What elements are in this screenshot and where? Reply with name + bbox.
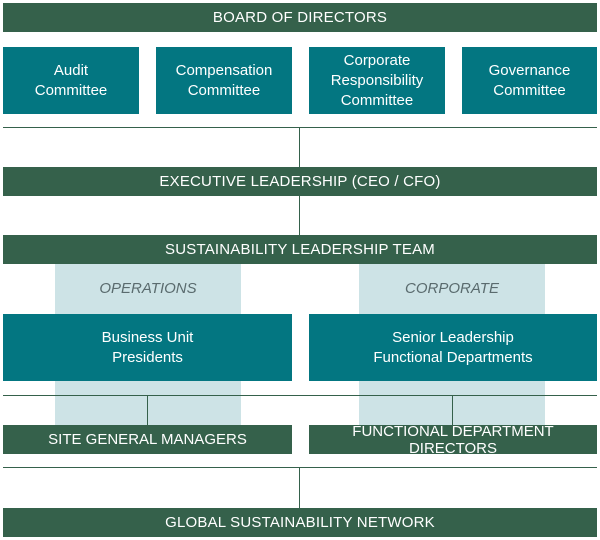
executive-label: EXECUTIVE LEADERSHIP (CEO / CFO) <box>159 173 441 190</box>
business-unit-presidents-box: Business Unit Presidents <box>3 314 292 381</box>
site-general-managers-label: SITE GENERAL MANAGERS <box>48 431 247 448</box>
senior-leadership-box: Senior Leadership Functional Departments <box>309 314 597 381</box>
corporate-responsibility-committee-label: Corporate Responsibility Committee <box>330 51 424 109</box>
executive-to-team-connector <box>299 196 300 235</box>
operations-group-label: OPERATIONS <box>99 280 197 297</box>
functional-department-directors-bar: FUNCTIONAL DEPARTMENT DIRECTORS <box>309 422 597 457</box>
corporate-connector <box>452 395 453 425</box>
audit-committee-label: Audit Committee <box>34 61 108 99</box>
managers-divider-line <box>3 467 597 468</box>
sustainability-leadership-team-bar: SUSTAINABILITY LEADERSHIP TEAM <box>3 235 597 264</box>
compensation-committee-box: Compensation Committee <box>156 47 292 114</box>
board-of-directors-bar: BOARD OF DIRECTORS <box>3 3 597 32</box>
board-label: BOARD OF DIRECTORS <box>212 9 388 26</box>
sustainability-team-label: SUSTAINABILITY LEADERSHIP TEAM <box>165 241 435 258</box>
global-sustainability-network-bar: GLOBAL SUSTAINABILITY NETWORK <box>3 508 597 537</box>
units-divider-line <box>3 395 597 396</box>
governance-committee-box: Governance Committee <box>462 47 597 114</box>
senior-leadership-label: Senior Leadership Functional Departments <box>373 328 533 366</box>
network-label: GLOBAL SUSTAINABILITY NETWORK <box>165 514 435 531</box>
operations-connector <box>147 395 148 425</box>
committees-divider-line <box>3 127 597 128</box>
executive-leadership-bar: EXECUTIVE LEADERSHIP (CEO / CFO) <box>3 167 597 196</box>
business-unit-presidents-label: Business Unit Presidents <box>101 328 194 366</box>
governance-committee-label: Governance Committee <box>488 61 571 99</box>
corporate-responsibility-committee-box: Corporate Responsibility Committee <box>309 47 445 114</box>
board-to-executive-connector <box>299 127 300 167</box>
functional-department-directors-label: FUNCTIONAL DEPARTMENT DIRECTORS <box>352 422 554 457</box>
corporate-group-label: CORPORATE <box>405 280 499 297</box>
compensation-committee-label: Compensation Committee <box>175 61 273 99</box>
site-general-managers-bar: SITE GENERAL MANAGERS <box>3 425 292 454</box>
audit-committee-box: Audit Committee <box>3 47 139 114</box>
managers-to-network-connector <box>299 467 300 508</box>
